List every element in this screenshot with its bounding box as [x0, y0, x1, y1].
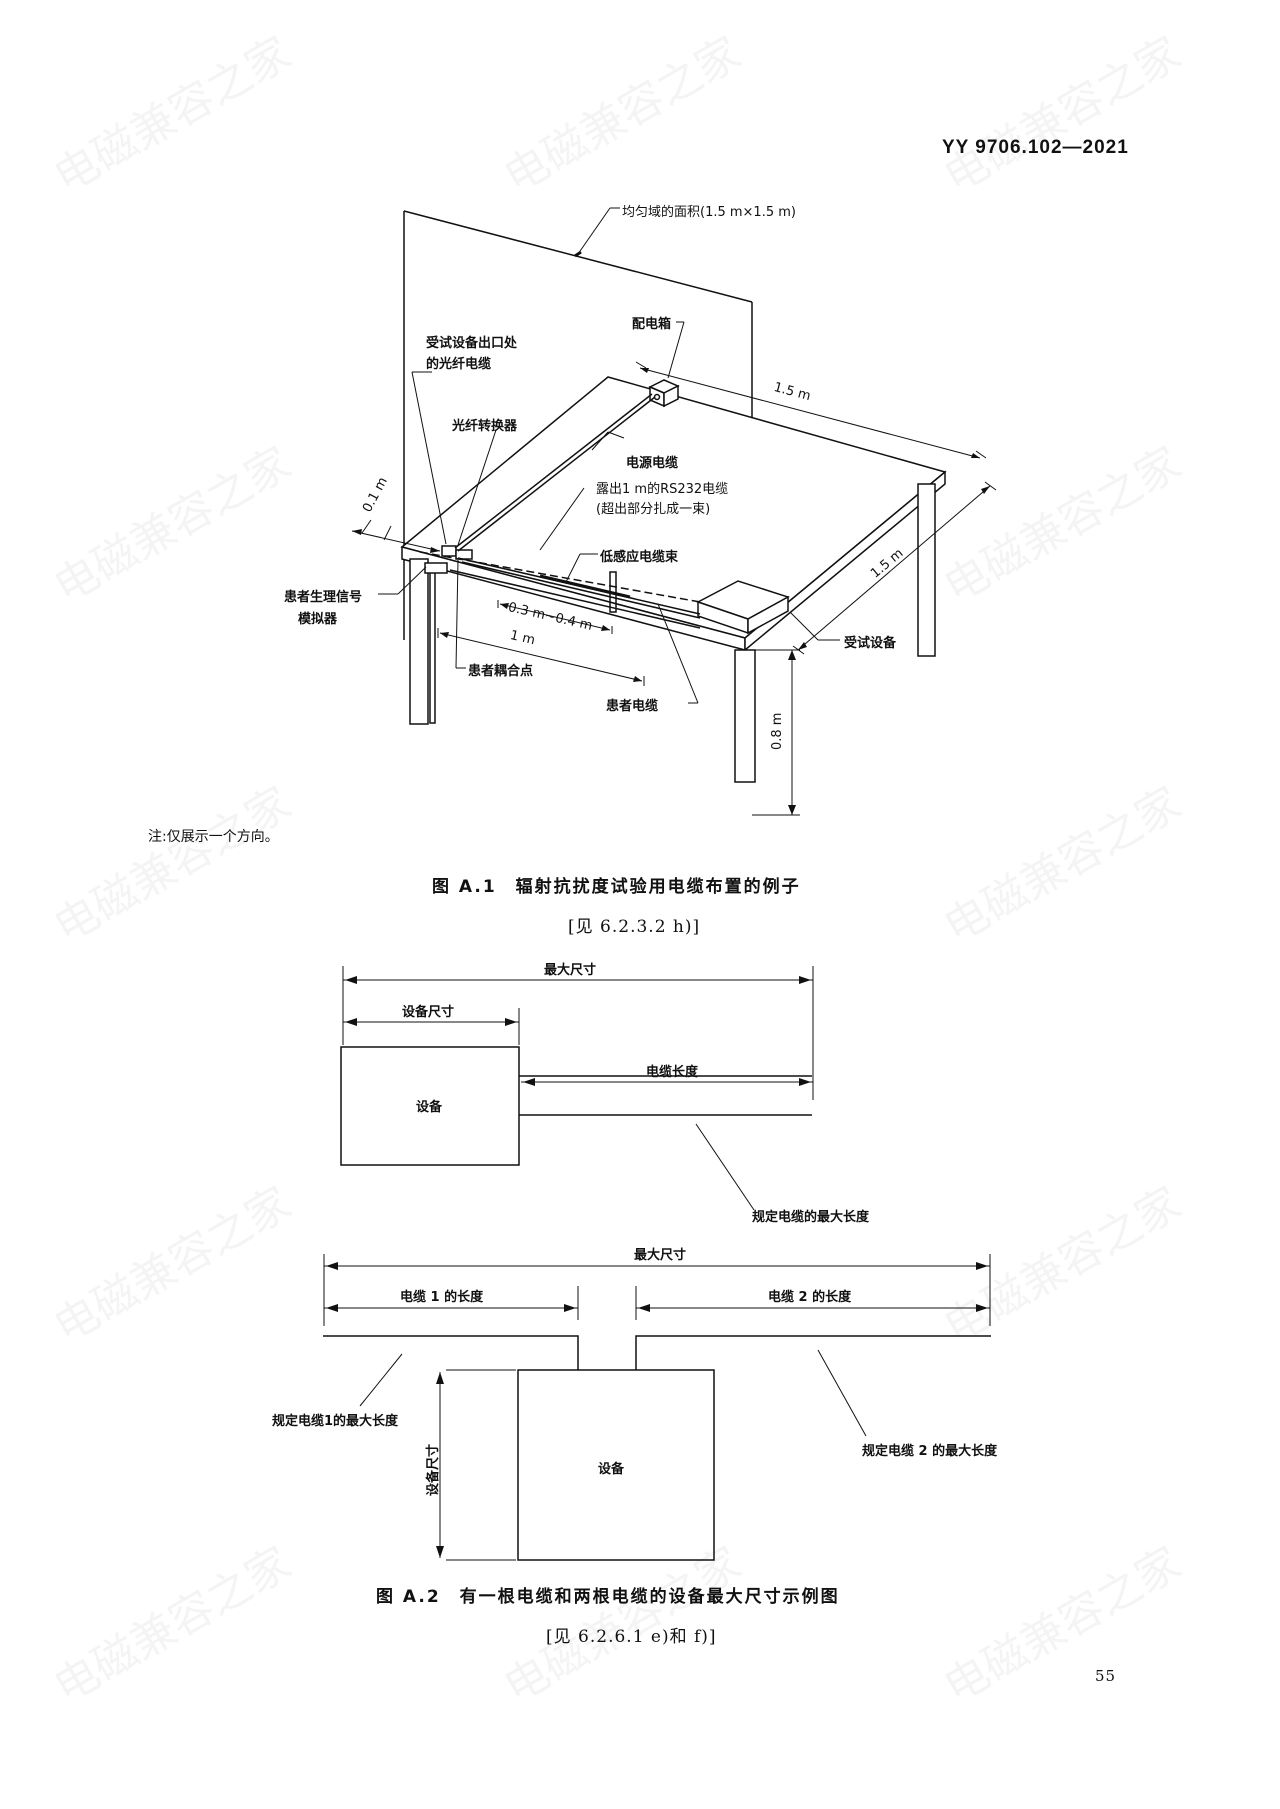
top-device-size-label: 设备尺寸 [402, 1005, 455, 1020]
bottom-device-size-label: 设备尺寸 [426, 1443, 441, 1496]
figure-a2-subcaption: [见 6.2.6.1 e)和 f)] [546, 1627, 717, 1647]
figure-a1-subcaption: [见 6.2.3.2 h)] [568, 917, 701, 937]
label-eut-fiber-cable-line2: 的光纤电缆 [426, 357, 492, 372]
label-eut: 受试设备 [844, 636, 897, 651]
label-rs232-line2: (超出部分扎成一束) [596, 502, 711, 517]
figure-a2-caption: 图 A.2 有一根电缆和两根电缆的设备最大尺寸示例图 [376, 1587, 840, 1607]
label-uniform-area: 均匀域的面积(1.5 m×1.5 m) [622, 205, 796, 220]
top-device-label: 设备 [416, 1100, 443, 1115]
label-patient-coupling-point: 患者耦合点 [468, 664, 534, 679]
bottom-max-size-label: 最大尺寸 [634, 1248, 687, 1263]
page-number: 55 [1095, 1667, 1117, 1685]
top-max-size-label: 最大尺寸 [544, 963, 597, 978]
label-low-inductance-bundle: 低感应电缆束 [600, 550, 679, 565]
label-patient-simulator-line2: 模拟器 [298, 612, 338, 627]
figure-a1-caption: 图 A.1 辐射抗扰度试验用电缆布置的例子 [432, 877, 801, 897]
bottom-cable1-length-label: 电缆 1 的长度 [400, 1290, 484, 1305]
label-patient-cable: 患者电缆 [606, 699, 659, 714]
bottom-max-cable2-label: 规定电缆 2 的最大长度 [862, 1444, 998, 1459]
label-eut-fiber-cable-line1: 受试设备出口处 [426, 336, 518, 351]
label-rs232-line1: 露出1 m的RS232电缆 [596, 482, 729, 497]
label-patient-simulator-line1: 患者生理信号 [284, 590, 363, 605]
figure-a1-drawing [351, 207, 997, 816]
label-power-cable: 电源电缆 [626, 456, 679, 471]
bottom-device-label: 设备 [598, 1462, 625, 1477]
bottom-cable2-length-label: 电缆 2 的长度 [768, 1290, 852, 1305]
standard-id: YY 9706.102—2021 [942, 137, 1129, 158]
bottom-max-cable1-label: 规定电缆1的最大长度 [272, 1414, 399, 1429]
top-cable-length-label: 电缆长度 [646, 1065, 699, 1080]
label-distribution-box: 配电箱 [632, 317, 672, 332]
label-fiber-converter: 光纤转换器 [452, 419, 518, 434]
figure-a1-note: 注:仅展示一个方向。 [148, 829, 279, 845]
top-max-cable-length-label: 规定电缆的最大长度 [752, 1210, 870, 1225]
